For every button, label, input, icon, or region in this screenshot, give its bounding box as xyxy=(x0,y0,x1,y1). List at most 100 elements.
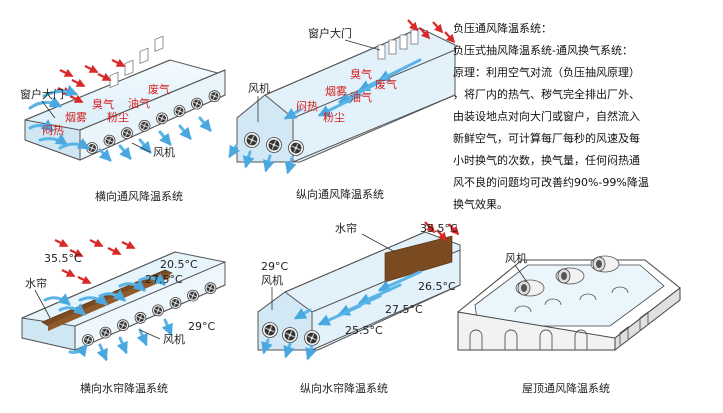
diagram2-caption: 纵向通风降温系统 xyxy=(296,187,384,201)
hot-air-arrow-icon xyxy=(424,221,436,234)
airflow-arrow-icon xyxy=(28,119,54,132)
description-line: 换气效果。 xyxy=(453,197,508,211)
fan-icon xyxy=(204,282,217,295)
diagram-roof-ventilation: 风机 屋顶通风降温系统 xyxy=(457,251,681,395)
hot-air-arrow-icon xyxy=(69,94,84,103)
hot-air-arrow-icon xyxy=(71,78,86,87)
fan-icon xyxy=(103,134,116,147)
diagram4-hot-air-arrows xyxy=(424,221,460,242)
description-line: 原理：利用空气对流（负压抽风原理） xyxy=(453,65,640,79)
diagram5-roof-fans xyxy=(515,255,620,297)
description-line: 小时换气的次数，换气量，任何闷热通 xyxy=(453,153,640,167)
diagram4-water-curtain xyxy=(384,235,453,283)
description-line: 风不良的问题均可改善约90%-99%降温 xyxy=(453,175,649,189)
hot-air-arrow-icon xyxy=(444,31,456,44)
hot-air-arrow-icon xyxy=(84,64,99,73)
fan-icon xyxy=(152,304,164,317)
hot-air-arrow-icon xyxy=(89,238,104,247)
diagram1-caption: 横向通风降温系统 xyxy=(95,189,183,203)
airflow-arrow-icon xyxy=(158,130,172,146)
diagram4-fan-row xyxy=(262,322,320,346)
diagram1-fan-row xyxy=(86,90,221,154)
diagram3-caption: 横向水帘降温系统 xyxy=(80,381,168,395)
roof-fan-icon xyxy=(590,255,620,273)
fan-icon xyxy=(288,140,304,156)
diagram4-temp-fan-side: 29°C xyxy=(261,260,288,273)
diagram5-fan-label: 风机 xyxy=(505,251,527,265)
diagram3-temp-a: 20.5°C xyxy=(160,258,198,271)
airflow-arrow-icon xyxy=(262,154,275,173)
hot-air-arrow-icon xyxy=(107,246,122,255)
fan-icon xyxy=(244,132,260,148)
diagram-cross-ventilation: 窗户大门 风机 废气 臭气 油气 烟雾 粉尘 闷热 横向通风降温系统 xyxy=(20,35,226,203)
airflow-arrow-icon xyxy=(357,283,402,305)
diagram3-curtain-label: 水帘 xyxy=(25,276,47,290)
diagram2-pollutant-dust: 粉尘 xyxy=(323,111,345,124)
diagram3-temp-outside: 35.5°C xyxy=(44,252,82,265)
fan-icon xyxy=(173,105,186,117)
diagram1-pollutant-odor: 臭气 xyxy=(92,97,114,111)
airflow-arrow-icon xyxy=(58,138,91,150)
hot-air-arrow-icon xyxy=(448,223,460,236)
diagram2-airflow-arrows xyxy=(228,58,422,175)
fan-icon xyxy=(121,127,133,140)
airflow-arrow-icon xyxy=(283,108,302,120)
airflow-arrow-icon xyxy=(68,344,88,358)
airflow-arrow-icon xyxy=(138,138,152,154)
diagram3-hot-air-arrows xyxy=(54,238,136,284)
diagram1-airflow-arrows xyxy=(28,85,212,162)
fan-icon xyxy=(169,297,182,309)
airflow-arrow-icon xyxy=(118,144,132,160)
diagram2-pollutant-smoke: 烟雾 xyxy=(325,84,347,98)
diagram2-fan-label: 风机 xyxy=(248,81,270,95)
hot-air-arrow-icon xyxy=(407,19,419,32)
diagram2-hot-air-arrows xyxy=(407,19,456,44)
diagram3-airflow-arrows xyxy=(43,273,173,362)
airflow-arrow-icon xyxy=(242,150,255,169)
diagram1-fan-label: 风机 xyxy=(153,145,175,159)
airflow-arrow-icon xyxy=(98,148,112,162)
diagram3-temp-c: 29°C xyxy=(188,320,215,333)
description-line: 负压通风降温系统： xyxy=(453,21,552,35)
hot-air-arrow-icon xyxy=(97,72,112,81)
airflow-arrow-icon xyxy=(337,80,382,104)
roof-fan-icon xyxy=(515,279,545,297)
fan-icon xyxy=(208,90,221,103)
airflow-arrow-icon xyxy=(98,289,126,302)
diagram4-temp-b: 27.5°C xyxy=(385,303,423,316)
diagram2-pollutant-heat: 闷热 xyxy=(296,99,318,113)
description-line: ，将厂内的热气、秽气完全排出厂外、 xyxy=(453,87,640,101)
airflow-arrow-icon xyxy=(357,68,402,92)
hot-air-arrow-icon xyxy=(121,240,136,249)
roof-fan-icon xyxy=(555,267,585,285)
description-line: 负压式抽风降温系统-通风换气系统： xyxy=(453,43,633,57)
fan-icon xyxy=(138,119,151,132)
diagram2-pollutant-odor: 臭气 xyxy=(350,67,372,81)
airflow-arrow-icon xyxy=(293,308,312,320)
airflow-arrow-icon xyxy=(136,328,148,347)
diagram5-caption: 屋顶通风降温系统 xyxy=(522,381,610,395)
airflow-arrow-icon xyxy=(58,303,86,316)
airflow-arrow-icon xyxy=(178,124,192,140)
diagram-cross-water-curtain: 35.5°C 20.5°C 27.5°C 29°C 水帘 风机 横向水帘降温系统 xyxy=(21,238,226,395)
airflow-arrow-icon xyxy=(283,342,295,359)
diagram2-fan-row xyxy=(244,132,304,156)
fan-icon xyxy=(191,97,203,110)
fan-icon xyxy=(156,112,168,125)
hot-air-arrow-icon xyxy=(69,248,84,257)
fan-icon xyxy=(117,319,129,332)
fan-icon xyxy=(134,311,147,324)
diagram-longitudinal-water-curtain: 水帘 35.5°C 29°C 风机 26.5°C 27.5°C 25.5°C 纵… xyxy=(257,221,461,395)
airflow-arrow-icon xyxy=(305,344,317,361)
fan-icon xyxy=(262,322,278,338)
airflow-arrow-icon xyxy=(116,336,128,355)
airflow-arrow-icon xyxy=(38,133,68,146)
fan-icon xyxy=(99,326,112,339)
hot-air-arrow-icon xyxy=(61,268,76,277)
diagram-longitudinal-ventilation: 窗户大门 风机 臭气 废气 烟雾 油气 闷热 粉尘 纵向通风降温系统 xyxy=(228,19,456,201)
fan-icon xyxy=(304,330,320,346)
diagram4-airflow-arrows xyxy=(261,270,422,361)
description-line: 新鲜空气，可计算每厂每秒的风速及每 xyxy=(453,131,640,145)
diagram4-temp-outside: 35.5°C xyxy=(420,222,458,235)
airflow-arrow-icon xyxy=(78,293,108,306)
